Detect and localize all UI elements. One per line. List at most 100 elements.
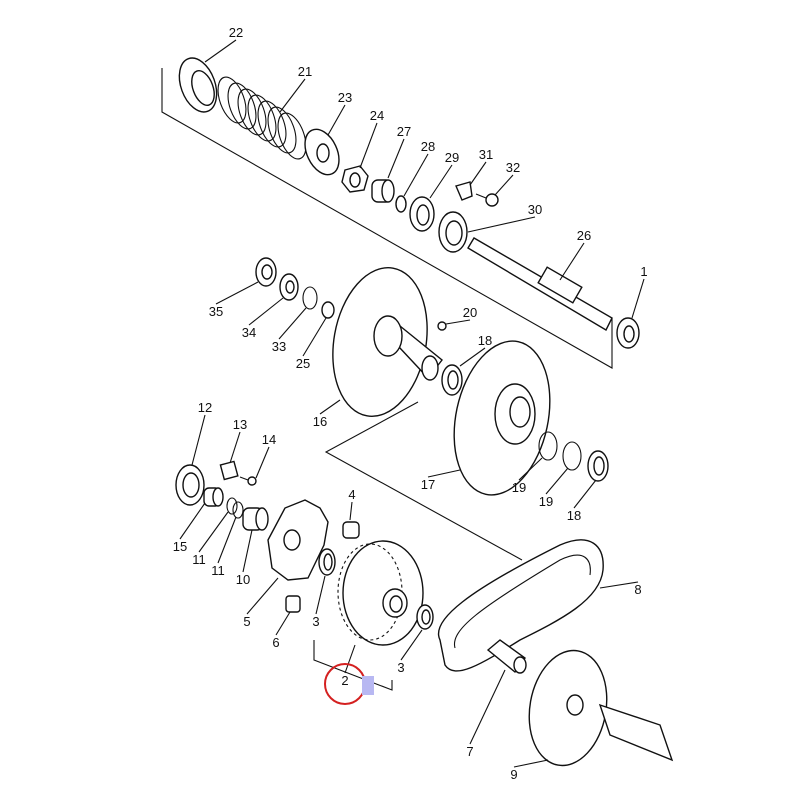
leader-line [469, 669, 506, 745]
part-27-collar [371, 179, 395, 203]
leader-line [255, 446, 270, 479]
part-35-bearing [255, 257, 277, 287]
spring-coil [227, 82, 257, 130]
part-16-sheave [332, 267, 443, 417]
part-8-belt [437, 539, 604, 672]
leader-line [198, 511, 229, 553]
leader-line [445, 319, 471, 325]
callout-11: 11 [192, 552, 206, 567]
callout-24: 24 [370, 108, 384, 123]
part-34-bearing [279, 273, 299, 301]
leader-line [387, 138, 405, 179]
leader-line [315, 575, 326, 615]
callout-15: 15 [173, 539, 187, 554]
leader-line [467, 216, 536, 233]
part-3-seal-b [416, 604, 434, 630]
leader-line [204, 39, 237, 63]
part-21-spring [217, 76, 307, 160]
part-13-plate [219, 460, 239, 481]
part-18-seal-b [587, 450, 609, 482]
part-3-seal [318, 548, 336, 576]
part-20-screw [437, 321, 447, 331]
callout-3: 3 [397, 660, 404, 675]
spring-coil [257, 100, 287, 148]
part-31-bracket [455, 181, 473, 201]
parts [175, 57, 674, 767]
callout-34: 34 [242, 325, 256, 340]
callout-4: 4 [348, 487, 355, 502]
part-5-spider [267, 499, 329, 581]
leader-line [400, 629, 423, 661]
leader-line [279, 78, 306, 113]
spring-coil [277, 112, 307, 160]
leader-line [349, 501, 353, 521]
callout-30: 30 [528, 202, 542, 217]
assembly-frame-lines [161, 68, 613, 691]
leader-line [229, 431, 241, 464]
callout-27: 27 [397, 124, 411, 139]
callout-28: 28 [421, 139, 435, 154]
callout-26: 26 [577, 228, 591, 243]
callout-16: 16 [313, 414, 327, 429]
part-1-bearing [616, 317, 640, 349]
callout-20: 20 [463, 305, 477, 320]
part-23-washer [304, 128, 340, 176]
leader-line [327, 104, 346, 136]
leader-line [518, 457, 543, 481]
callout-6: 6 [272, 635, 279, 650]
callout-19: 19 [512, 480, 526, 495]
leader-line [599, 581, 639, 589]
part-25-washer [321, 301, 335, 319]
leader-line [344, 644, 356, 674]
part-22-ring [178, 57, 218, 113]
part-12-seal [175, 464, 205, 506]
part-10-bushing [242, 507, 269, 531]
part-11-rings [226, 497, 244, 519]
callout-31: 31 [479, 147, 493, 162]
callout-22: 22 [229, 25, 243, 40]
leader-line [302, 317, 327, 357]
leader-line [246, 577, 279, 615]
leader-line [248, 297, 284, 326]
callout-7: 7 [466, 744, 473, 759]
part-18-seal [441, 364, 463, 396]
callout-1: 1 [640, 264, 647, 279]
part-32-bolt [475, 193, 499, 207]
callout-10: 10 [236, 572, 250, 587]
callout-35: 35 [209, 304, 223, 319]
part-26-shaft [467, 237, 613, 331]
part-29-bearing [409, 196, 435, 232]
callout-5: 5 [243, 614, 250, 629]
callout-12: 12 [198, 400, 212, 415]
leader-lines [179, 39, 645, 768]
callout-2: 2 [341, 673, 348, 688]
leader-line [545, 467, 569, 495]
leader-line [494, 174, 514, 196]
callout-14: 14 [262, 432, 276, 447]
part-24-nut [341, 165, 369, 193]
part-9-sheave [528, 649, 674, 767]
leader-line [215, 281, 259, 305]
leader-line [513, 759, 549, 768]
leader-line [631, 278, 645, 319]
leader-line [191, 414, 206, 466]
callout-3: 3 [312, 614, 319, 629]
part-14-screw [239, 476, 257, 486]
part-4-collar [342, 521, 360, 539]
leader-line [559, 242, 585, 281]
leader-line [217, 516, 237, 564]
callout-25: 25 [296, 356, 310, 371]
leader-line [429, 164, 453, 199]
spring-coil [247, 94, 277, 142]
callout-33: 33 [272, 339, 286, 354]
part-33-circlip [302, 286, 318, 310]
leader-line [275, 611, 291, 636]
part-30-bearing [438, 211, 468, 253]
callout-32: 32 [506, 160, 520, 175]
leader-line [179, 502, 206, 540]
spring-coil [217, 76, 247, 124]
callout-18: 18 [478, 333, 492, 348]
